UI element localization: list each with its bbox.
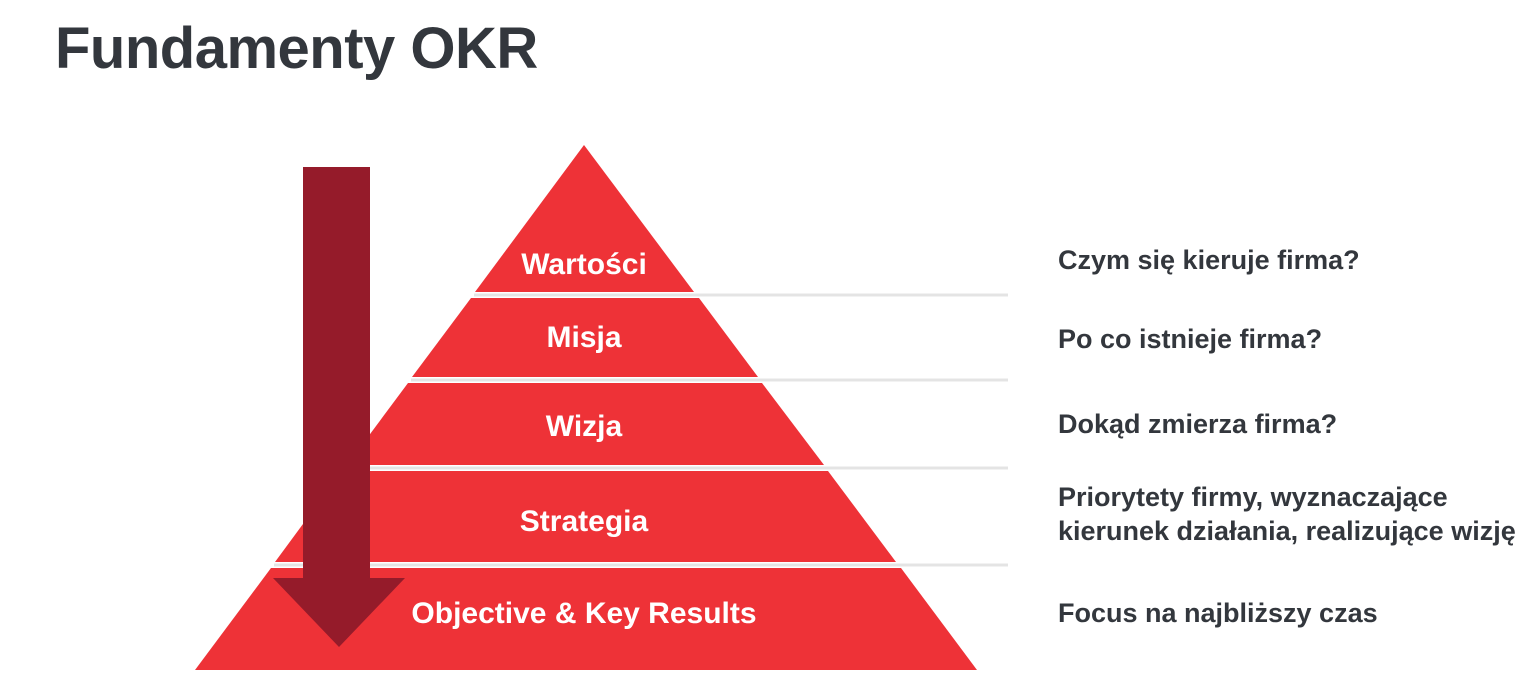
- level-label-wizja: Wizja: [546, 410, 623, 443]
- level-label-okr: Objective & Key Results: [411, 597, 756, 630]
- pyramid-level-okr-shape: [195, 568, 977, 670]
- annotation-strategia: Priorytety firmy, wyznaczające kierunek …: [1058, 482, 1516, 546]
- page-title: Fundamenty OKR: [55, 16, 538, 81]
- annotation-misja: Po co istnieje firma?: [1058, 324, 1323, 354]
- separator-lines: [274, 293, 1008, 567]
- pyramid-level-misja-shape: [412, 298, 758, 377]
- level-label-wartosci: Wartości: [521, 248, 647, 281]
- pyramid-level-wizja-shape: [347, 383, 824, 465]
- down-arrow-icon: [273, 167, 405, 647]
- annotation-wizja: Dokąd zmierza firma?: [1058, 409, 1338, 439]
- annotation-wartosci: Czym się kieruje firma?: [1058, 245, 1360, 275]
- pyramid-level-wartosci-shape: [475, 145, 694, 292]
- pyramid-level-strategia-shape: [275, 471, 896, 562]
- annotation-okr: Focus na najbliższy czas: [1058, 598, 1378, 628]
- pyramid-labels: Wartości Misja Wizja Strategia Objective…: [411, 248, 756, 630]
- level-label-strategia: Strategia: [520, 505, 649, 538]
- pyramid: [195, 145, 977, 670]
- level-label-misja: Misja: [546, 321, 621, 354]
